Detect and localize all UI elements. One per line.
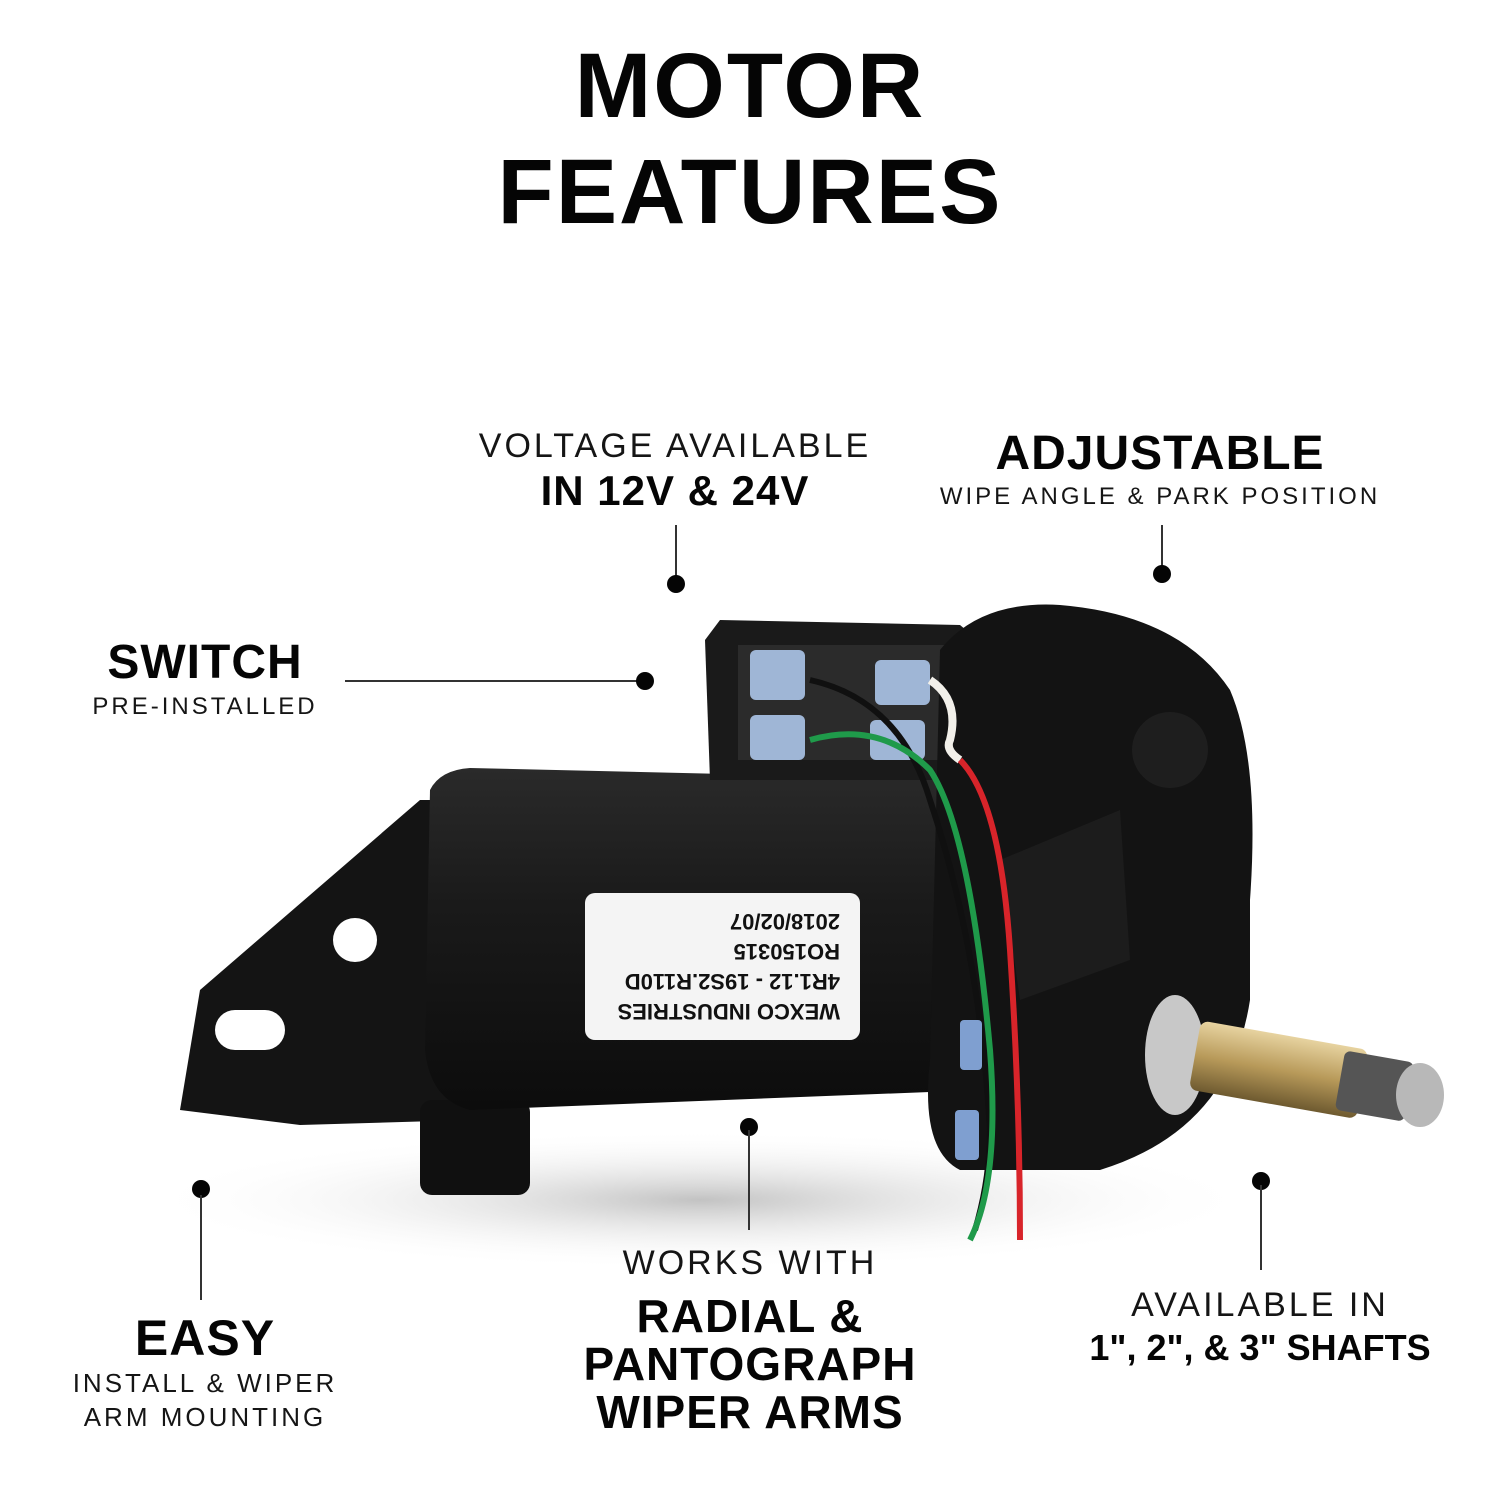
page-title: MOTOR FEATURES [0, 38, 1500, 240]
switch-bold-text: SWITCH [107, 636, 303, 689]
adjustable-pointer-dot [1153, 565, 1171, 583]
easy-light-text-1: INSTALL & WIPER [72, 1368, 338, 1398]
shafts-pointer-line [1260, 1185, 1262, 1270]
shafts-callout: AVAILABLE IN 1", 2", & 3" SHAFTS [1050, 1285, 1470, 1371]
voltage-light-text: VOLTAGE AVAILABLE [478, 427, 872, 465]
works-with-light-text: WORKS WITH [622, 1244, 878, 1282]
switch-pointer-line [345, 680, 640, 682]
adjustable-callout: ADJUSTABLE WIPE ANGLE & PARK POSITION [920, 428, 1400, 514]
works-with-bold-text-1: RADIAL & [636, 1290, 864, 1342]
adjustable-bold-text: ADJUSTABLE [995, 427, 1325, 480]
label-line-1: WEXCO INDUSTRIES [617, 999, 840, 1025]
shafts-bold-text: 1", 2", & 3" SHAFTS [1089, 1327, 1431, 1368]
voltage-pointer-line [675, 525, 677, 580]
switch-pointer-dot [636, 672, 654, 690]
label-line-4: 2018/02/07 [729, 909, 840, 935]
label-line-3: RO150315 [733, 939, 840, 965]
easy-callout: EASY INSTALL & WIPER ARM MOUNTING [55, 1310, 355, 1434]
voltage-pointer-dot [667, 575, 685, 593]
title-line-1: MOTOR [574, 35, 926, 137]
product-label: WEXCO INDUSTRIES 4R1.12 - 19S2.R110D RO1… [585, 893, 860, 1040]
label-line-2: 4R1.12 - 19S2.R110D [624, 969, 840, 995]
adjustable-light-text: WIPE ANGLE & PARK POSITION [939, 483, 1381, 510]
easy-pointer-line [200, 1195, 202, 1300]
works-with-bold-text-2: PANTOGRAPH [583, 1338, 917, 1390]
works-with-pointer-line [748, 1130, 750, 1230]
adjustable-pointer-line [1161, 525, 1163, 570]
works-with-bold-text-3: WIPER ARMS [596, 1386, 904, 1438]
voltage-callout: VOLTAGE AVAILABLE IN 12V & 24V [440, 426, 910, 516]
switch-callout: SWITCH PRE-INSTALLED [80, 636, 330, 724]
switch-light-text: PRE-INSTALLED [92, 693, 318, 720]
voltage-bold-text: IN 12V & 24V [540, 467, 810, 514]
easy-bold-text: EASY [134, 1310, 276, 1366]
shafts-light-text: AVAILABLE IN [1131, 1286, 1389, 1324]
easy-light-text-2: ARM MOUNTING [83, 1402, 327, 1432]
works-with-callout: WORKS WITH RADIAL & PANTOGRAPH WIPER ARM… [560, 1242, 940, 1436]
title-line-2: FEATURES [497, 141, 1003, 243]
shafts-pointer-dot [1252, 1172, 1270, 1190]
easy-pointer-dot [192, 1180, 210, 1198]
works-with-pointer-dot [740, 1118, 758, 1136]
